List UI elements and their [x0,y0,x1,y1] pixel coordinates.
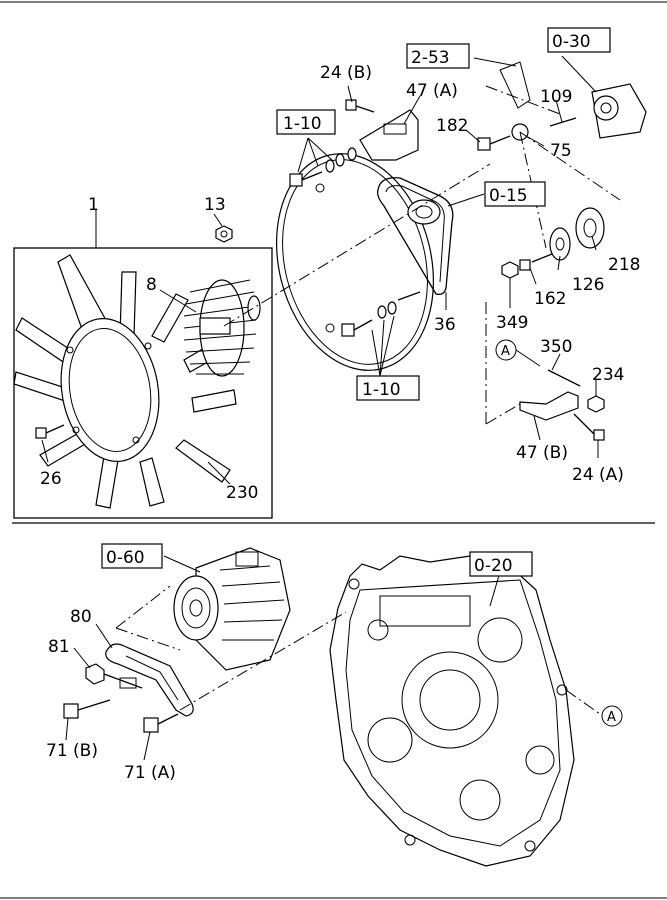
idler-126 [549,227,571,261]
bolt-group-top [289,147,357,187]
label-0-60: 0-60 [106,548,145,568]
label-13: 13 [204,195,226,215]
label-218: 218 [608,255,640,275]
bolt-26 [35,424,65,439]
label-1: 1 [88,195,99,215]
label-1-10-mid: 1-10 [362,380,401,400]
bolt-81 [85,663,143,689]
bolt-group-mid [341,291,421,337]
leader-lines-bottom [65,555,501,761]
ref-box-1-10-top [276,109,336,135]
fan-clutch [183,279,261,377]
label-230: 230 [226,483,258,503]
ref-box-0-60 [101,543,163,569]
alternator [173,547,291,671]
label-47a: 47 (A) [406,81,458,101]
gear-case [329,555,575,867]
belt-36 [376,177,454,296]
label-0-30: 0-30 [552,32,591,52]
fan-shroud [276,153,434,371]
label-109: 109 [540,87,572,107]
label-47b: 47 (B) [516,443,568,463]
label-36: 36 [434,315,456,335]
label-71b: 71 (B) [46,741,98,761]
bolt-71b [63,699,111,719]
bolt-71a [143,713,179,733]
label-350: 350 [540,337,572,357]
nut-349 [501,261,519,279]
label-8: 8 [146,275,157,295]
label-81: 81 [48,637,70,657]
label-0-15: 0-15 [489,186,528,206]
leader-lines-top [41,55,599,485]
ref-box-0-20 [469,551,533,577]
label-0-20: 0-20 [474,556,513,576]
label-162: 162 [534,289,566,309]
bracket-253 [499,61,531,109]
label-71a: 71 (A) [124,763,176,783]
bracket-47b [519,369,605,441]
label-24a: 24 (A) [572,465,624,485]
label-75: 75 [550,141,572,161]
label-2-53: 2-53 [411,48,450,68]
callout-a-top [495,339,517,361]
label-349: 349 [496,313,528,333]
ref-box-2-53 [406,43,470,69]
ref-box-0-15 [484,181,546,207]
water-pump [591,83,647,139]
fan-inner-ring [68,328,152,452]
label-26: 26 [40,469,62,489]
label-a-top: A [501,344,510,359]
label-126: 126 [572,275,604,295]
nut-13 [215,225,233,243]
ref-box-0-30 [547,27,611,53]
ref-box-1-10-mid [356,375,420,401]
tensioner-75 [477,123,529,151]
label-24b: 24 (B) [320,63,372,83]
callout-a-bottom [601,705,623,727]
label-1-10-top: 1-10 [283,114,322,134]
idler-pulley [407,199,441,225]
adjusting-bar-80 [105,643,194,717]
bracket-47a [345,99,419,161]
fan-shroud-ring [60,318,160,462]
label-80: 80 [70,607,92,627]
label-182: 182 [436,116,468,136]
stud-109 [549,117,577,127]
label-a-bottom: A [607,710,616,725]
bolt-162 [519,253,553,271]
pulley-218 [575,207,605,249]
label-234: 234 [592,365,624,385]
